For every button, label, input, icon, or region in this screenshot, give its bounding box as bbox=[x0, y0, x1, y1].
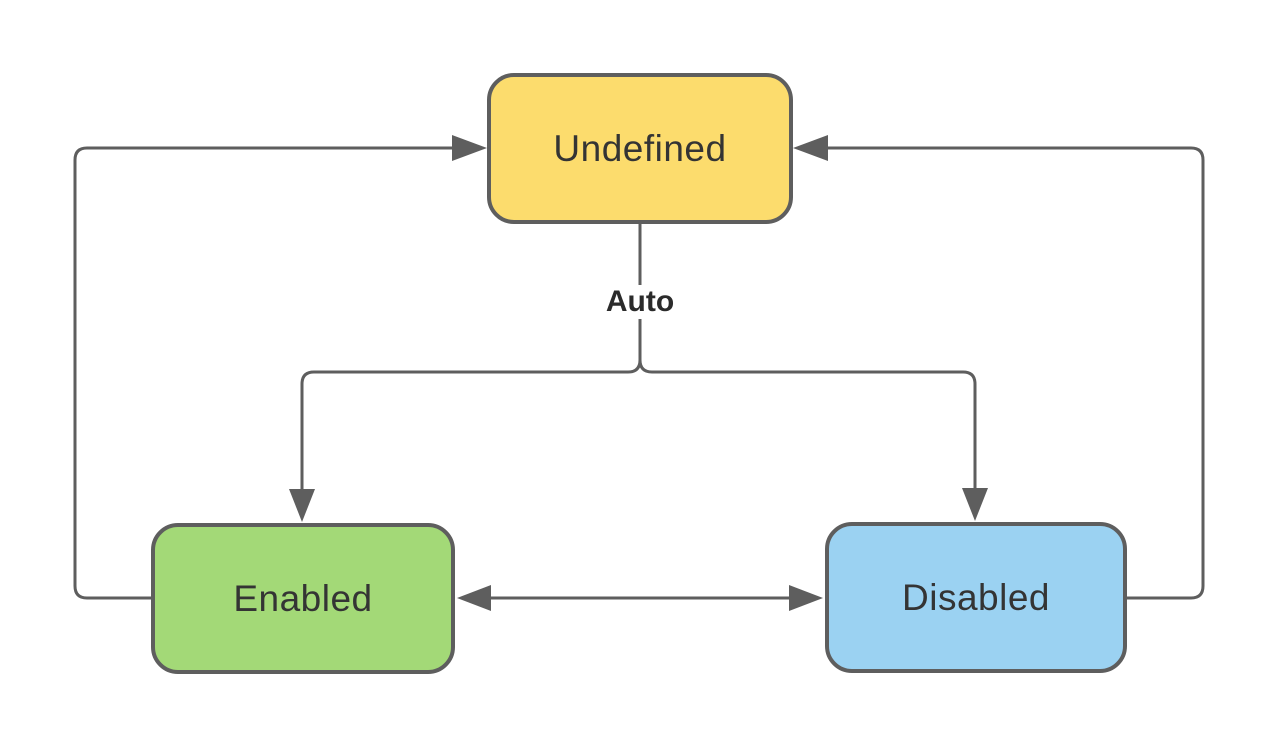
edge-enabled-disabled-bidirectional[interactable] bbox=[457, 585, 823, 611]
node-disabled-label: Disabled bbox=[902, 577, 1050, 618]
arrowhead-into-undefined-left bbox=[452, 135, 487, 161]
arrowhead-into-disabled-left bbox=[789, 585, 823, 611]
arrowhead-into-enabled-top bbox=[289, 489, 315, 522]
arrowhead-into-undefined-right bbox=[793, 135, 828, 161]
node-undefined-label: Undefined bbox=[553, 128, 727, 169]
node-disabled[interactable]: Disabled bbox=[825, 522, 1127, 673]
node-enabled-label: Enabled bbox=[233, 578, 373, 619]
edge-label-auto[interactable]: Auto bbox=[596, 285, 684, 319]
edge-undefined-auto-fork[interactable] bbox=[289, 224, 988, 522]
arrowhead-into-enabled-right bbox=[457, 585, 491, 611]
node-undefined[interactable]: Undefined bbox=[487, 73, 793, 224]
node-enabled[interactable]: Enabled bbox=[151, 523, 455, 674]
edge-enabled-to-undefined[interactable] bbox=[73, 135, 487, 600]
edge-disabled-to-undefined[interactable] bbox=[793, 135, 1205, 600]
arrowhead-into-disabled-top bbox=[962, 488, 988, 521]
